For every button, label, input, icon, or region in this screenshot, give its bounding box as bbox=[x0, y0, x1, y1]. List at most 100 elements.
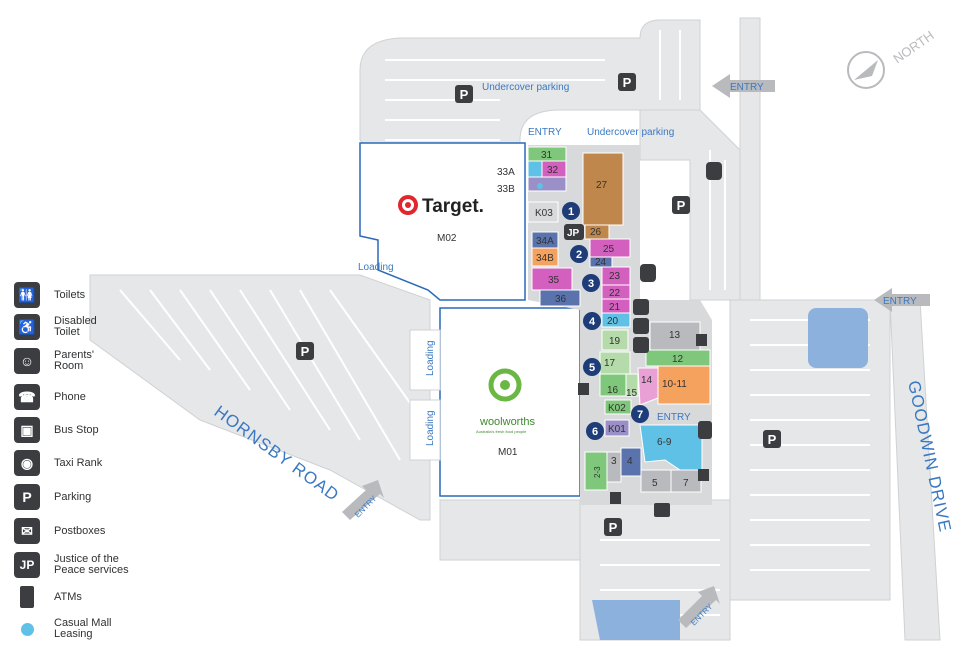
loading-label-1: Loading bbox=[425, 340, 436, 376]
marker-2[interactable] bbox=[570, 245, 588, 263]
parking-label: P bbox=[768, 432, 777, 447]
parking-icon: P bbox=[14, 484, 40, 510]
jp-service-icon[interactable] bbox=[564, 224, 584, 240]
legend-item-phone: ☎ Phone bbox=[14, 384, 154, 410]
woolworths-store[interactable] bbox=[439, 307, 581, 497]
legend-label-phone: Phone bbox=[54, 390, 86, 403]
legend-item-parents-room: ☺ Parents' Room bbox=[14, 348, 154, 374]
shop-label-25: 25 bbox=[603, 244, 615, 255]
undercover-parking-label-1: Undercover parking bbox=[482, 82, 569, 93]
marker-5[interactable] bbox=[583, 358, 601, 376]
target-logo: Target. bbox=[398, 195, 484, 217]
marker-label-6: 6 bbox=[592, 426, 598, 438]
entry-arrows[interactable] bbox=[342, 74, 930, 628]
shop-27[interactable] bbox=[582, 152, 624, 226]
marker-label-2: 2 bbox=[576, 249, 582, 261]
entry-centre-mall-label: ENTRY bbox=[657, 412, 691, 423]
woolworths-logo: woolworths Australia's fresh food people bbox=[476, 368, 536, 434]
target-store-code: M02 bbox=[437, 233, 457, 244]
postbox-icon[interactable] bbox=[654, 503, 670, 517]
parking-label: P bbox=[460, 87, 469, 102]
shop-33a[interactable] bbox=[527, 160, 543, 178]
marker-1[interactable] bbox=[562, 202, 580, 220]
kiosk-k03[interactable] bbox=[527, 201, 559, 223]
shop-10-11[interactable] bbox=[657, 365, 711, 405]
parking-icon[interactable] bbox=[763, 430, 781, 448]
marker-label-4: 4 bbox=[589, 316, 596, 328]
shop-34b[interactable] bbox=[531, 247, 559, 267]
atm-icon bbox=[20, 586, 34, 608]
shop-20[interactable] bbox=[601, 312, 631, 328]
atm-icon[interactable] bbox=[698, 469, 709, 481]
parking-icon[interactable] bbox=[455, 85, 473, 103]
shop-labels: 31 32 33A 33B 27 K03 26 34A 25 34B 24 23… bbox=[497, 150, 689, 489]
undercover-parking-label-2: Undercover parking bbox=[587, 127, 674, 138]
parking-label: P bbox=[623, 75, 632, 90]
shop-label-6-9: 6-9 bbox=[657, 437, 672, 448]
legend-label-parents-room: Parents' Room bbox=[54, 349, 95, 372]
parents-room-icon[interactable] bbox=[633, 337, 649, 353]
phone-icon: ☎ bbox=[14, 384, 40, 410]
taxi-rank-icon[interactable] bbox=[640, 264, 656, 282]
target-store[interactable] bbox=[359, 142, 526, 301]
parking-icon[interactable] bbox=[604, 518, 622, 536]
shop-24[interactable] bbox=[589, 256, 613, 268]
shop-33b[interactable] bbox=[527, 176, 567, 192]
parking-markers[interactable] bbox=[296, 73, 781, 536]
marker-labels: 1 2 3 4 5 6 7 bbox=[568, 206, 643, 438]
shop-14[interactable] bbox=[637, 367, 659, 406]
shop-label-10-11: 10-11 bbox=[662, 379, 687, 390]
target-logo-text: Target. bbox=[422, 196, 484, 217]
entry-top-right-arrow-icon[interactable] bbox=[712, 74, 775, 98]
disabled-toilet-icon: ♿ bbox=[14, 314, 40, 340]
parking-label: P bbox=[609, 520, 618, 535]
phone-icon[interactable] bbox=[698, 421, 712, 439]
marker-7[interactable] bbox=[631, 405, 649, 423]
legend-label-disabled-toilet: Disabled Toilet bbox=[54, 315, 97, 338]
shop-label-16: 16 bbox=[607, 385, 619, 396]
loading-dock-1 bbox=[409, 329, 441, 391]
numbered-markers[interactable] bbox=[562, 202, 649, 440]
shop-19[interactable] bbox=[601, 329, 629, 351]
atm-icon[interactable] bbox=[610, 492, 621, 504]
disabled-toilet-icon[interactable] bbox=[633, 318, 649, 334]
bus-stop-icon[interactable] bbox=[706, 162, 722, 180]
marker-6[interactable] bbox=[586, 422, 604, 440]
shop-label-34b: 34B bbox=[536, 253, 554, 264]
shop-4[interactable] bbox=[620, 447, 642, 477]
shop-label-k02: K02 bbox=[608, 403, 626, 414]
shop-36[interactable] bbox=[539, 289, 581, 307]
kiosk-k02[interactable] bbox=[604, 399, 632, 415]
jp-icon: JP bbox=[14, 552, 40, 578]
legend-item-casual-leasing: Casual Mall Leasing bbox=[14, 618, 154, 640]
atm-icon[interactable] bbox=[696, 334, 707, 346]
shop-label-31: 31 bbox=[541, 150, 553, 161]
shop-label-26: 26 bbox=[590, 227, 602, 238]
taxi-rank-icon: ◉ bbox=[14, 450, 40, 476]
legend-item-atm: ATMs bbox=[14, 586, 154, 608]
pond-south bbox=[592, 600, 680, 640]
atm-icon[interactable] bbox=[578, 383, 589, 395]
marker-4[interactable] bbox=[583, 312, 601, 330]
shop-label-33b: 33B bbox=[497, 184, 515, 195]
map-facility-icons[interactable] bbox=[537, 162, 722, 517]
entry-centre-top-label: ENTRY bbox=[528, 127, 562, 138]
entry-sw-arrow-icon[interactable] bbox=[342, 480, 384, 520]
shop-label-k01: K01 bbox=[608, 424, 626, 435]
marker-3[interactable] bbox=[582, 274, 600, 292]
parking-icon[interactable] bbox=[672, 196, 690, 214]
parking-icon[interactable] bbox=[618, 73, 636, 91]
shop-label-3: 3 bbox=[611, 456, 617, 467]
shop-label-21: 21 bbox=[609, 302, 621, 313]
kiosk-k01[interactable] bbox=[604, 419, 630, 437]
shop-label-34a: 34A bbox=[536, 236, 554, 247]
north-carpark bbox=[359, 19, 701, 161]
entry-east-arrow-icon[interactable] bbox=[874, 288, 930, 312]
shop-15[interactable] bbox=[625, 373, 639, 397]
shop-label-20: 20 bbox=[607, 316, 619, 327]
entry-south-arrow-icon[interactable] bbox=[678, 586, 720, 628]
south-west-road bbox=[439, 499, 581, 561]
toilets-icon[interactable] bbox=[633, 299, 649, 315]
parking-icon[interactable] bbox=[296, 342, 314, 360]
entry-east-label: ENTRY bbox=[883, 296, 917, 307]
